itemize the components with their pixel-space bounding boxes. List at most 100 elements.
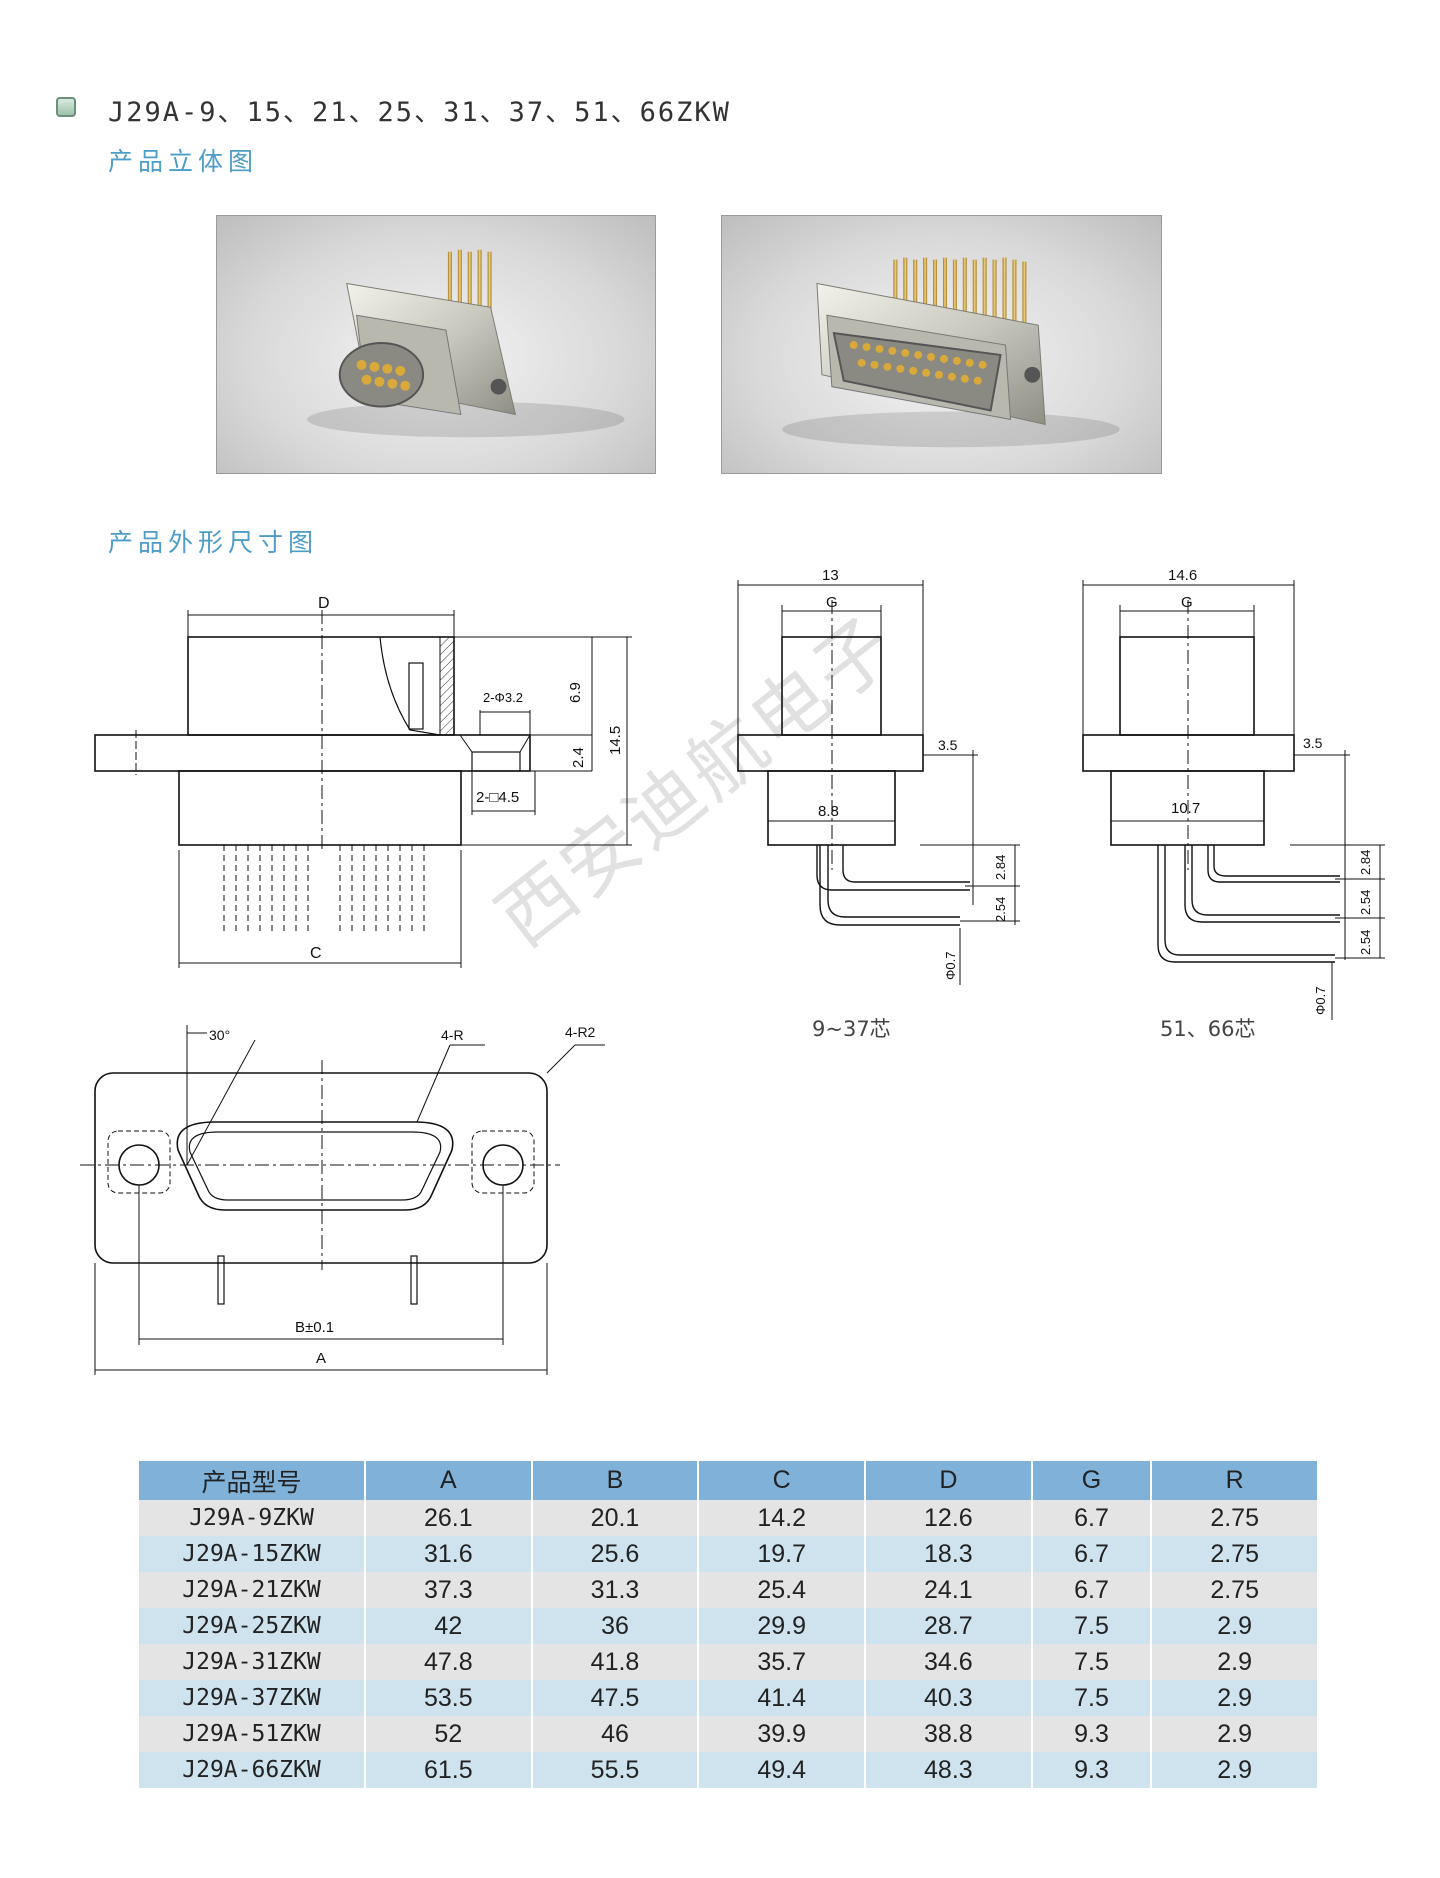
cell-b: 20.1 <box>532 1500 698 1536</box>
dim-label-13: 13 <box>822 567 839 584</box>
cell-b: 46 <box>532 1716 698 1752</box>
cell-d: 18.3 <box>866 1536 1031 1572</box>
cell-r: 2.75 <box>1152 1536 1317 1572</box>
cell-model: J29A-9ZKW <box>139 1500 364 1536</box>
cell-g: 6.7 <box>1032 1536 1151 1572</box>
dim-label-phi-37: Φ0.7 <box>943 952 958 980</box>
connector-37pin-render <box>782 257 1120 448</box>
cell-c: 25.4 <box>699 1572 865 1608</box>
dim-label-d: D <box>318 595 330 612</box>
dim-label-2-54a-66: 2.54 <box>1358 890 1373 915</box>
table-row: J29A-31ZKW 47.8 41.8 35.7 34.6 7.5 2.9 <box>139 1644 1317 1680</box>
column-header-c: C <box>699 1461 865 1500</box>
table-row: J29A-66ZKW 61.5 55.5 49.4 48.3 9.3 2.9 <box>139 1752 1317 1788</box>
side-view-66-drawing <box>1082 580 1385 1020</box>
dim-label-2-4: 2.4 <box>570 747 587 768</box>
cell-model: J29A-21ZKW <box>139 1572 364 1608</box>
column-header-b: B <box>532 1461 698 1500</box>
dim-label-2-54-37: 2.54 <box>993 897 1008 922</box>
table-row: J29A-37ZKW 53.5 47.5 41.4 40.3 7.5 2.9 <box>139 1680 1317 1716</box>
cell-c: 41.4 <box>699 1680 865 1716</box>
cell-g: 7.5 <box>1032 1608 1151 1644</box>
dim-label-2-54b-66: 2.54 <box>1358 930 1373 955</box>
column-header-r: R <box>1152 1461 1317 1500</box>
cell-b: 25.6 <box>532 1536 698 1572</box>
cell-a: 52 <box>366 1716 531 1752</box>
dim-label-6-9: 6.9 <box>567 682 584 703</box>
dim-label-8-8: 8.8 <box>818 803 839 820</box>
cell-c: 14.2 <box>699 1500 865 1536</box>
table-row: J29A-51ZKW 52 46 39.9 38.8 9.3 2.9 <box>139 1716 1317 1752</box>
cell-d: 34.6 <box>866 1644 1031 1680</box>
cell-d: 12.6 <box>866 1500 1031 1536</box>
cell-g: 6.7 <box>1032 1500 1151 1536</box>
dim-label-g-66: G <box>1181 594 1193 611</box>
column-header-d: D <box>866 1461 1031 1500</box>
dim-label-2-84-66: 2.84 <box>1358 850 1373 875</box>
cell-a: 42 <box>366 1608 531 1644</box>
cell-g: 9.3 <box>1032 1752 1151 1788</box>
dim-label-r2: 4-R2 <box>565 1024 596 1040</box>
front-view-drawing <box>94 610 632 968</box>
cell-a: 37.3 <box>366 1572 531 1608</box>
cell-a: 47.8 <box>366 1644 531 1680</box>
table-row: J29A-15ZKW 31.6 25.6 19.7 18.3 6.7 2.75 <box>139 1536 1317 1572</box>
product-photo-9pin <box>216 215 656 474</box>
dim-label-phi-66: Φ0.7 <box>1313 987 1328 1015</box>
cell-model: J29A-51ZKW <box>139 1716 364 1752</box>
cell-r: 2.9 <box>1152 1752 1317 1788</box>
cell-c: 29.9 <box>699 1608 865 1644</box>
dim-label-2-84-37: 2.84 <box>993 855 1008 880</box>
cell-b: 36 <box>532 1608 698 1644</box>
cell-b: 47.5 <box>532 1680 698 1716</box>
cell-c: 19.7 <box>699 1536 865 1572</box>
cell-r: 2.75 <box>1152 1500 1317 1536</box>
cell-r: 2.9 <box>1152 1644 1317 1680</box>
dim-label-14-6: 14.6 <box>1168 567 1197 584</box>
column-header-g: G <box>1032 1461 1151 1500</box>
section-heading-dimensions: 产品外形尺寸图 <box>108 528 319 557</box>
dim-label-b: B±0.1 <box>295 1319 334 1336</box>
dim-label-hole: 2-Φ3.2 <box>483 690 523 705</box>
cell-r: 2.9 <box>1152 1608 1317 1644</box>
cell-g: 7.5 <box>1032 1644 1151 1680</box>
dim-label-a: A <box>316 1350 326 1367</box>
dim-label-3-5-37: 3.5 <box>938 737 958 753</box>
section-bullet-icon <box>56 97 76 117</box>
product-photo-37pin <box>721 215 1162 474</box>
column-header-a: A <box>366 1461 531 1500</box>
cell-model: J29A-37ZKW <box>139 1680 364 1716</box>
dim-label-14-5: 14.5 <box>607 726 624 755</box>
column-header-model: 产品型号 <box>139 1461 364 1500</box>
cell-d: 40.3 <box>866 1680 1031 1716</box>
table-header-row: 产品型号 A B C D G R <box>139 1461 1317 1500</box>
cell-c: 35.7 <box>699 1644 865 1680</box>
connector-9pin-render <box>307 249 625 438</box>
cell-g: 6.7 <box>1032 1572 1151 1608</box>
cell-a: 31.6 <box>366 1536 531 1572</box>
caption-51-66-pin: 51、66芯 <box>1160 1017 1256 1041</box>
table-row: J29A-9ZKW 26.1 20.1 14.2 12.6 6.7 2.75 <box>139 1500 1317 1536</box>
cell-d: 24.1 <box>866 1572 1031 1608</box>
cell-d: 48.3 <box>866 1752 1031 1788</box>
cell-a: 53.5 <box>366 1680 531 1716</box>
cell-r: 2.75 <box>1152 1572 1317 1608</box>
dim-label-r: 4-R <box>441 1027 464 1043</box>
cell-g: 7.5 <box>1032 1680 1151 1716</box>
cell-b: 55.5 <box>532 1752 698 1788</box>
dim-label-c: C <box>310 945 322 962</box>
cell-d: 38.8 <box>866 1716 1031 1752</box>
section-heading-3d: 产品立体图 <box>108 147 259 176</box>
bottom-view-drawing <box>80 1025 605 1375</box>
cell-b: 31.3 <box>532 1572 698 1608</box>
dim-label-angle: 30° <box>209 1027 230 1043</box>
dim-label-square: 2-□4.5 <box>476 789 519 806</box>
cell-g: 9.3 <box>1032 1716 1151 1752</box>
dimension-drawings: D C 6.9 2.4 14.5 2-Φ3.2 2-□4.5 30° 4-R 4… <box>80 567 1385 1375</box>
cell-c: 39.9 <box>699 1716 865 1752</box>
table-row: J29A-25ZKW 42 36 29.9 28.7 7.5 2.9 <box>139 1608 1317 1644</box>
cell-r: 2.9 <box>1152 1716 1317 1752</box>
caption-9-37-pin: 9~37芯 <box>812 1017 891 1041</box>
dim-label-10-7: 10.7 <box>1171 800 1200 817</box>
dim-label-3-5-66: 3.5 <box>1303 735 1323 751</box>
